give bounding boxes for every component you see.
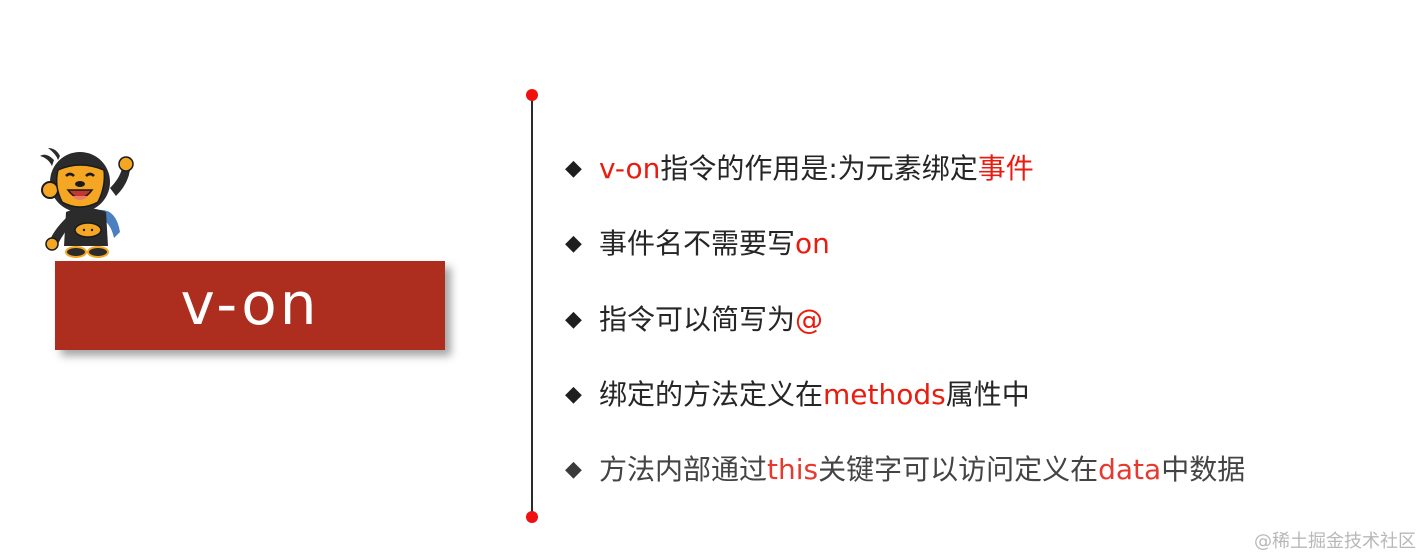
highlight-text: data (1098, 453, 1162, 486)
watermark: @稀土掘金技术社区 (1254, 531, 1416, 552)
highlight-text: on (795, 227, 830, 260)
highlight-text: @ (795, 303, 824, 336)
diamond-bullet-icon: ◆ (565, 231, 582, 256)
bullet-item: ◆ 绑定的方法定义在 methods 属性中 (565, 381, 1030, 409)
bullet-item: ◆ 方法内部通过 this 关键字可以访问定义在 data 中数据 (565, 456, 1245, 484)
highlight-text: this (767, 453, 819, 486)
highlight-text: v-on (599, 152, 661, 185)
bullet-item: ◆ 事件名不需要写 on (565, 230, 830, 258)
bullet-text: 事件名不需要写 (599, 227, 796, 260)
monkey-mascot-icon (40, 148, 134, 258)
timeline-dot-top (526, 89, 538, 101)
timeline-dot-bottom (526, 511, 538, 523)
bullet-item: ◆ v-on 指令的作用是:为元素绑定 事件 (565, 155, 1034, 183)
timeline-line (531, 96, 533, 518)
highlight-text: methods (823, 378, 946, 411)
highlight-text: 事件 (977, 152, 1034, 185)
bullet-text: 指令可以简写为 (599, 303, 796, 336)
bullet-text: 指令的作用是:为元素绑定 (660, 152, 978, 185)
diamond-bullet-icon: ◆ (565, 307, 582, 332)
bullet-item: ◆ 指令可以简写为 @ (565, 306, 823, 334)
bullet-text: 方法内部通过 (599, 453, 768, 486)
title-banner: v-on (55, 261, 445, 350)
diamond-bullet-icon: ◆ (565, 457, 582, 482)
slide-title: v-on (180, 269, 320, 338)
bullet-text: 属性中 (945, 378, 1030, 411)
diamond-bullet-icon: ◆ (565, 382, 582, 407)
bullet-text: 关键字可以访问定义在 (818, 453, 1099, 486)
diamond-bullet-icon: ◆ (565, 156, 582, 181)
bullet-text: 绑定的方法定义在 (599, 378, 824, 411)
bullet-text: 中数据 (1161, 453, 1246, 486)
